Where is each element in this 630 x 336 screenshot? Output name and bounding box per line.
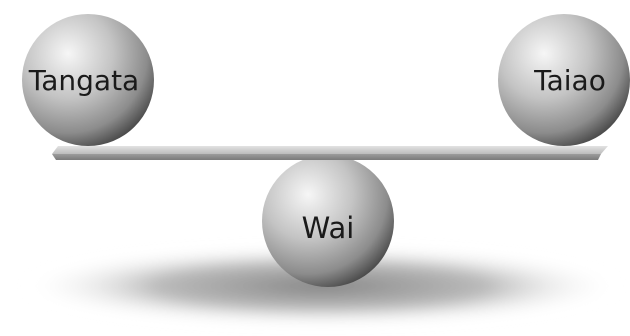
balance-beam xyxy=(52,146,608,160)
right-sphere-label: Taiao xyxy=(533,64,606,97)
left-sphere-label: Tangata xyxy=(28,64,139,97)
left-sphere: Tangata xyxy=(22,14,154,146)
right-sphere: Taiao xyxy=(498,14,630,146)
fulcrum-sphere: Wai xyxy=(262,155,394,287)
fulcrum-sphere-label: Wai xyxy=(302,211,355,245)
